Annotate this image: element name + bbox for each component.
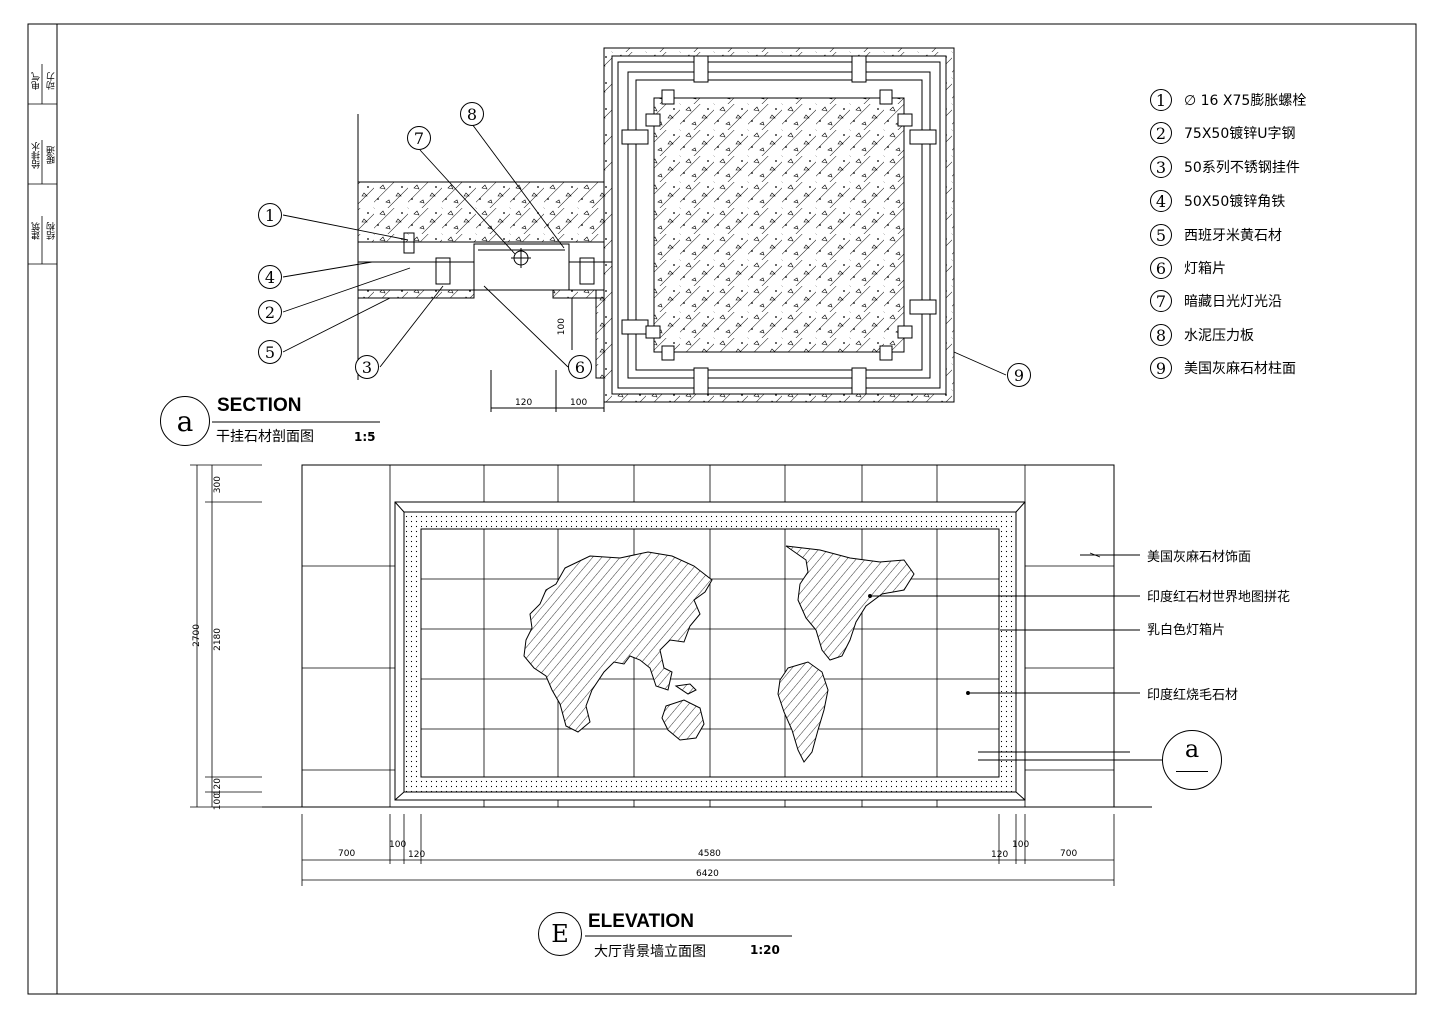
legend-num: 5 [1150,224,1172,246]
callout-2: 2 [258,300,282,324]
callout-7: 7 [407,126,431,150]
legend-num: 9 [1150,357,1172,379]
world-map-inlay [523,545,915,763]
dim-v-2700: 2700 [192,624,202,647]
legend-text: 50X50镀锌角铁 [1184,194,1286,210]
elevation-section-mark: a [1162,730,1222,790]
callout-6: 6 [568,355,592,379]
legend-num: 3 [1150,156,1172,178]
legend-num: 6 [1150,257,1172,279]
section-dim-120: 120 [515,398,533,408]
title-block-plumbing: 给排水 [32,142,42,169]
callout-9: 9 [1007,363,1031,387]
elevation-scale: 1:20 [750,943,780,957]
dim-v-300: 300 [213,476,223,494]
title-block [28,64,57,265]
elevation-label-lightbox: 乳白色灯箱片 [1147,623,1226,638]
section-title-en: SECTION [217,395,302,416]
legend-item-2: 2 75X50镀锌U字钢 [1150,121,1295,145]
legend-num: 4 [1150,190,1172,212]
legend-item-3: 3 50系列不锈钢挂件 [1150,155,1300,179]
dim-v-100: 100 [213,793,223,811]
australia-shape [661,699,705,741]
eurasia-shape [523,551,713,733]
elevation-label-world-map: 印度红石材世界地图拼花 [1147,590,1291,605]
dim-h-700-left: 700 [338,849,356,859]
legend-text: 50系列不锈钢挂件 [1184,160,1300,176]
elevation-label-gray-granite: 美国灰麻石材饰面 [1147,550,1252,565]
elevation-section-mark-letter: a [1184,735,1200,763]
callout-5: 5 [258,340,282,364]
dim-h-6420: 6420 [696,869,719,879]
elevation-drawing [262,464,1152,808]
title-block-electrical: 电气 [32,72,42,90]
legend-text: ∅ 16 X75膨胀螺栓 [1184,93,1307,109]
dim-h-4580: 4580 [698,849,721,859]
legend-item-5: 5 西班牙米黄石材 [1150,223,1282,247]
section-mark-rule [1176,771,1208,772]
legend-item-7: 7 暗藏日光灯光沿 [1150,289,1282,313]
section-scale: 1:5 [354,430,376,444]
callout-1: 1 [258,203,282,227]
title-block-power: 动力 [47,72,57,90]
legend-item-4: 4 50X50镀锌角铁 [1150,189,1285,213]
elevation-label-red-granite: 印度红烧毛石材 [1147,688,1239,703]
islands-shape [674,683,697,695]
legend-num: 2 [1150,122,1172,144]
dim-h-100-left: 100 [389,840,407,850]
section-leaders [282,123,1007,376]
legend-text: 西班牙米黄石材 [1184,228,1282,244]
section-drawing [357,47,955,412]
dim-h-700-right: 700 [1060,849,1078,859]
south-america-shape [777,661,829,763]
callout-8: 8 [460,102,484,126]
inner-border [56,23,1417,995]
elevation-tag: E [538,912,582,956]
section-tag: a [160,396,210,446]
legend-text: 暗藏日光灯光沿 [1184,294,1282,310]
dim-v-2180: 2180 [213,628,223,651]
section-dim-100: 100 [570,398,588,408]
legend-num: 1 [1150,89,1172,111]
elevation-title-cn: 大厅背景墙立面图 [594,944,706,960]
elevation-dimensions [190,464,1115,886]
legend-item-1: 1 ∅ 16 X75膨胀螺栓 [1150,88,1306,112]
dim-h-120-left: 120 [408,850,426,860]
legend-item-8: 8 水泥压力板 [1150,323,1254,347]
elevation-title-en: ELEVATION [588,911,694,932]
legend-text: 75X50镀锌U字钢 [1184,126,1296,142]
dim-h-120-right: 120 [991,850,1009,860]
section-dim-100-v: 100 [557,318,567,336]
north-america-shape [785,545,915,661]
section-title-cn: 干挂石材剖面图 [216,429,314,445]
legend-text: 灯箱片 [1184,261,1226,277]
callout-3: 3 [355,355,379,379]
callout-4: 4 [258,265,282,289]
legend-text: 美国灰麻石材柱面 [1184,361,1296,377]
legend-num: 8 [1150,324,1172,346]
dim-h-100-right: 100 [1012,840,1030,850]
legend-item-9: 9 美国灰麻石材柱面 [1150,356,1296,380]
title-block-hvac: 暖通 [47,146,57,164]
elevation-leaders [868,552,1164,761]
legend-num: 7 [1150,290,1172,312]
legend-text: 水泥压力板 [1184,328,1254,344]
title-block-architecture: 建筑 [32,222,42,240]
legend-item-6: 6 灯箱片 [1150,256,1226,280]
title-block-structure: 结构 [47,222,57,240]
